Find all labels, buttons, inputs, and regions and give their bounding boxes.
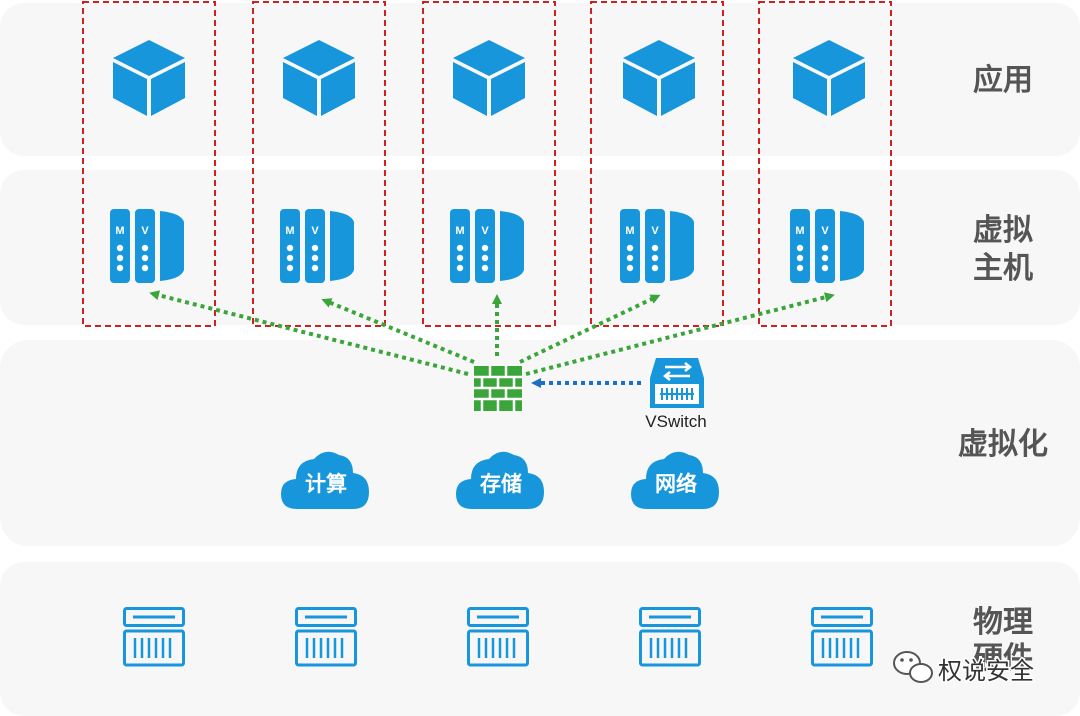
layer-label-physical-line1: 物理 bbox=[973, 605, 1033, 640]
layer-virtualization-bg bbox=[0, 340, 1080, 546]
vm-letter-m: M bbox=[455, 225, 464, 237]
vm-letter-m: M bbox=[115, 225, 124, 237]
vm-group-box-5 bbox=[758, 1, 892, 327]
vm-letter-v: V bbox=[311, 225, 319, 237]
vm-letter-v: V bbox=[651, 225, 659, 237]
layer-label-application: 应用 bbox=[973, 63, 1033, 98]
cloud-icon: 网络 bbox=[631, 451, 719, 509]
layer-virtual-host-bg bbox=[0, 170, 1080, 325]
layer-label-physical-line2: 硬件 bbox=[973, 641, 1033, 676]
vm-letter-m: M bbox=[285, 225, 294, 237]
firewall-icon bbox=[474, 366, 522, 411]
wechat-icon bbox=[893, 651, 933, 683]
vm-letter-m: M bbox=[625, 225, 634, 237]
firewall-link-1 bbox=[149, 290, 469, 376]
vm-group-box-4 bbox=[590, 1, 724, 327]
cloud-label-storage: 存储 bbox=[480, 472, 522, 496]
vm-host-icon: M V bbox=[450, 209, 524, 283]
vm-letter-v: V bbox=[141, 225, 149, 237]
layer-physical-bg bbox=[0, 562, 1080, 716]
vm-group-boxes bbox=[82, 1, 892, 327]
firewall-links bbox=[149, 290, 835, 376]
vm-letter-v: V bbox=[481, 225, 489, 237]
vm-host-icon: M V bbox=[620, 209, 694, 283]
watermark-text: 权说安全 bbox=[938, 657, 1034, 685]
vm-host-icon: M V bbox=[790, 209, 864, 283]
firewall-link-4 bbox=[519, 294, 661, 364]
vm-host-icon: M V bbox=[280, 209, 354, 283]
layer-label-virtualization: 虚拟化 bbox=[958, 427, 1048, 462]
vm-group-box-2 bbox=[252, 1, 386, 327]
vm-host-icon: M V bbox=[110, 209, 184, 283]
vswitch-label: VSwitch bbox=[645, 412, 706, 431]
cloud-label-compute: 计算 bbox=[305, 472, 347, 496]
vm-group-box-3 bbox=[422, 1, 556, 327]
firewall-link-2 bbox=[321, 298, 475, 364]
vm-group-box-1 bbox=[82, 1, 216, 327]
watermark: 权说安全 bbox=[893, 651, 1036, 687]
vm-letter-v: V bbox=[821, 225, 829, 237]
cloud-label-network: 网络 bbox=[655, 472, 697, 496]
layer-label-virtual-host-line2: 主机 bbox=[973, 251, 1033, 286]
layer-application-bg bbox=[0, 3, 1080, 156]
vswitch-icon bbox=[650, 358, 704, 408]
cloud-icon: 存储 bbox=[456, 451, 544, 509]
vm-letter-m: M bbox=[795, 225, 804, 237]
cloud-icon: 计算 bbox=[281, 451, 369, 509]
layer-label-virtual-host-line1: 虚拟 bbox=[973, 213, 1033, 248]
